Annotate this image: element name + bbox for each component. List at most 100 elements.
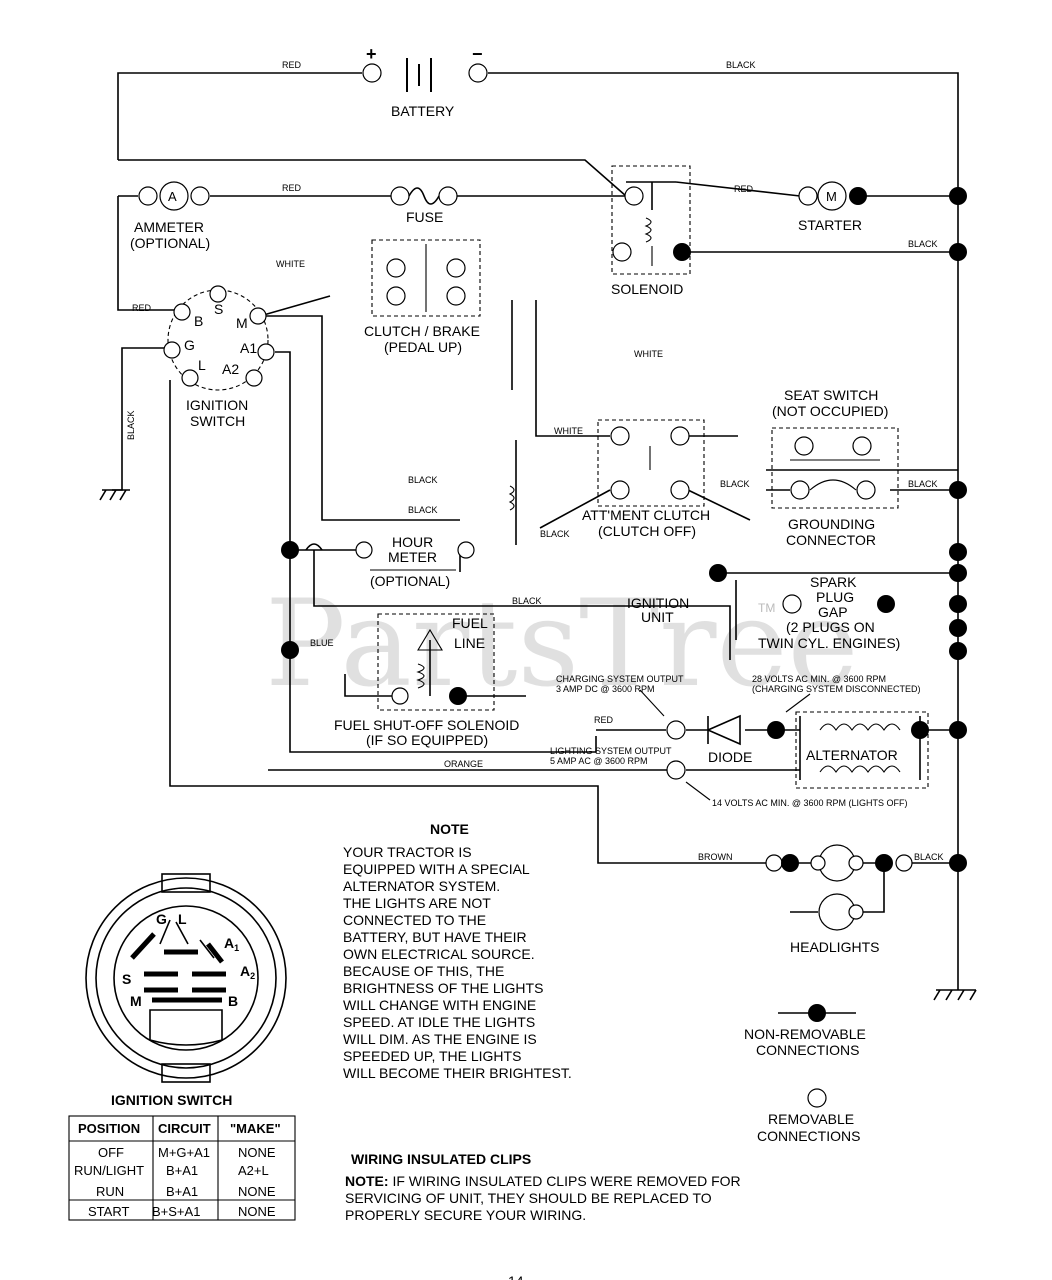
note-line: EQUIPPED WITH A SPECIAL [343, 861, 530, 877]
ignition-switch: B S M G A1 L A2 IGNITION SWITCH [163, 285, 275, 429]
table-cell: NONE [238, 1204, 276, 1219]
wire-label-black: BLACK [512, 596, 542, 606]
note-line: BECAUSE OF THIS, THE [343, 963, 504, 979]
alternator-label: ALTERNATOR [806, 747, 898, 763]
wire-label-black: BLACK [408, 475, 438, 485]
hour-meter-label-2: METER [388, 549, 437, 565]
attment-clutch-sub: (CLUTCH OFF) [598, 523, 696, 539]
terminal-s: S [214, 301, 223, 317]
clips-line-3: PROPERLY SECURE YOUR WIRING. [345, 1207, 586, 1223]
fuel-line-label: FUEL [452, 615, 488, 631]
lighting-output: LIGHTING SYSTEM OUTPUT [550, 746, 672, 756]
spark-plug-label-5: TWIN CYL. ENGINES) [758, 635, 900, 651]
note-line: OWN ELECTRICAL SOURCE. [343, 946, 535, 962]
clutch-brake-label: CLUTCH / BRAKE [364, 323, 480, 339]
wire-label-black: BLACK [540, 529, 570, 539]
terminal-b: B [194, 313, 203, 329]
fuel-shutoff-solenoid: FUEL LINE FUEL SHUT-OFF SOLENOID (IF SO … [334, 613, 519, 748]
charging-output-2: 3 AMP DC @ 3600 RPM [556, 684, 655, 694]
solenoid: SOLENOID [611, 165, 691, 297]
ignition-unit-label-2: UNIT [641, 609, 674, 625]
detail-g: G [156, 911, 167, 927]
detail-a2: A2 [240, 963, 255, 981]
table-cell: B+A1 [166, 1184, 198, 1199]
ignition-switch-label-2: SWITCH [190, 413, 245, 429]
wire-label-black: BLACK [720, 479, 750, 489]
legend-removable-2: CONNECTIONS [757, 1128, 860, 1144]
attment-clutch-label: ATT'MENT CLUTCH [582, 507, 710, 523]
diode-label: DIODE [708, 749, 752, 765]
wire-label-black: BLACK [408, 505, 438, 515]
note-block: NOTE YOUR TRACTOR IS EQUIPPED WITH A SPE… [343, 821, 572, 1081]
fuel-solenoid-sub: (IF SO EQUIPPED) [366, 732, 488, 748]
wire-label-red: RED [282, 183, 302, 193]
wire-labels: RED BLACK RED RED BLACK WHITE RED WHITE … [126, 60, 944, 862]
table-cell: A2+L [238, 1163, 269, 1178]
table-header: CIRCUIT [158, 1121, 211, 1136]
switch-detail-title: IGNITION SWITCH [111, 1092, 232, 1108]
hour-meter-optional: (OPTIONAL) [370, 573, 450, 589]
wire-label-black: BLACK [726, 60, 756, 70]
note-line: BRIGHTNESS OF THE LIGHTS [343, 980, 543, 996]
legend-removable: REMOVABLE [768, 1111, 854, 1127]
clips-note: WIRING INSULATED CLIPS NOTE: IF WIRING I… [345, 1151, 741, 1223]
alternator: ALTERNATOR CHARGING SYSTEM OUTPUT 3 AMP … [550, 674, 929, 808]
note-line: WILL DIM. AS THE ENGINE IS [343, 1031, 537, 1047]
wires [99, 72, 977, 1001]
wire-label-red: RED [282, 60, 302, 70]
ignition-switch-label: IGNITION [186, 397, 248, 413]
ammeter-optional: (OPTIONAL) [130, 235, 210, 251]
ignition-switch-detail: G L A1 S A2 M B IGNITION SWITCH [85, 873, 287, 1108]
wire-label-black: BLACK [126, 410, 136, 440]
grounding-label: GROUNDING [788, 516, 875, 532]
note-title: NOTE [430, 821, 469, 837]
wire-label-brown: BROWN [698, 852, 733, 862]
note-line: CONNECTED TO THE [343, 912, 486, 928]
wire-label-red: RED [132, 303, 152, 313]
wire-label-red: RED [734, 184, 754, 194]
table-cell: RUN/LIGHT [74, 1163, 144, 1178]
spark-plug-label-2: PLUG [816, 589, 854, 605]
ammeter-label: AMMETER [134, 219, 204, 235]
spark-plug: SPARK PLUG GAP (2 PLUGS ON TWIN CYL. ENG… [758, 574, 900, 651]
wire-label-blue: BLUE [310, 638, 334, 648]
hour-meter: HOUR METER (OPTIONAL) [305, 534, 475, 589]
detail-a1-letter: A [224, 935, 234, 951]
battery-label: BATTERY [391, 103, 455, 119]
wire-label-red: RED [594, 715, 614, 725]
clips-line-1: NOTE: IF WIRING INSULATED CLIPS WERE REM… [345, 1173, 741, 1189]
volts-14: 14 VOLTS AC MIN. @ 3600 RPM (LIGHTS OFF) [712, 798, 908, 808]
seat-switch: SEAT SWITCH (NOT OCCUPIED) GROUNDING CON… [771, 387, 899, 548]
note-line: SPEED. AT IDLE THE LIGHTS [343, 1014, 535, 1030]
clips-note-text: IF WIRING INSULATED CLIPS WERE REMOVED F… [389, 1173, 741, 1189]
starter-label: STARTER [798, 217, 862, 233]
headlights: HEADLIGHTS [765, 844, 913, 955]
detail-m: M [130, 993, 142, 1009]
wire-label-black: BLACK [908, 479, 938, 489]
seat-switch-label: SEAT SWITCH [784, 387, 878, 403]
terminal-g: G [184, 337, 195, 353]
table-cell: RUN [96, 1184, 124, 1199]
seat-switch-sub: (NOT OCCUPIED) [772, 403, 888, 419]
starter-symbol: M [826, 189, 837, 204]
ignition-unit-label: IGNITION [627, 595, 689, 611]
watermark: PartsTree [265, 575, 859, 714]
detail-a1-sub: 1 [234, 943, 239, 953]
ignition-table: POSITION CIRCUIT "MAKE" OFF M+G+A1 NONE … [68, 1115, 296, 1221]
clips-note-label: NOTE: [345, 1173, 389, 1189]
note-line: YOUR TRACTOR IS [343, 844, 472, 860]
grounding-label-2: CONNECTOR [786, 532, 876, 548]
ignition-unit: IGNITION UNIT [627, 595, 689, 625]
fuel-solenoid-label: FUEL SHUT-OFF SOLENOID [334, 717, 519, 733]
page-number: 14 [508, 1273, 524, 1280]
note-line: SPEEDED UP, THE LIGHTS [343, 1048, 521, 1064]
battery-minus: − [472, 44, 483, 64]
ammeter-symbol: A [168, 189, 177, 204]
terminal-a1: A1 [240, 340, 257, 356]
volts-28-sub: (CHARGING SYSTEM DISCONNECTED) [752, 684, 921, 694]
terminal-m: M [236, 315, 248, 331]
spark-plug-label: SPARK [810, 574, 857, 590]
spark-plug-label-4: (2 PLUGS ON [786, 619, 875, 635]
table-cell: OFF [98, 1145, 124, 1160]
